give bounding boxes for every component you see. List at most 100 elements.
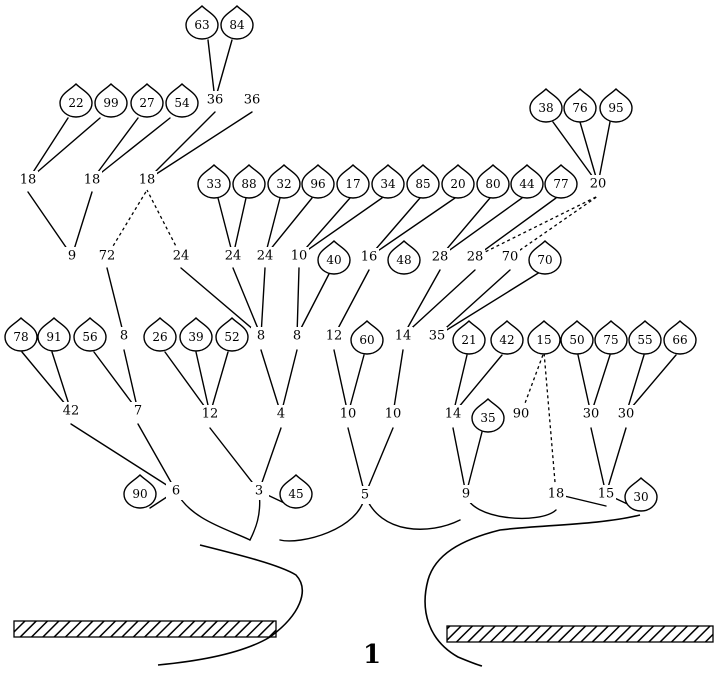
leaf-label: 20 bbox=[450, 177, 465, 191]
node-label-group: 18 bbox=[137, 171, 157, 189]
leaf-label: 26 bbox=[152, 330, 167, 344]
branch-27 bbox=[261, 268, 265, 336]
node-label-group: 18 bbox=[18, 171, 38, 189]
figure-label: 1 bbox=[352, 640, 392, 670]
branch-10 bbox=[598, 122, 610, 184]
node-label-group: 16 bbox=[359, 248, 379, 266]
leaf-label: 91 bbox=[46, 330, 61, 344]
branch-69 bbox=[365, 495, 460, 529]
trunk-left bbox=[158, 545, 302, 665]
branch-13 bbox=[107, 268, 124, 336]
node-label: 4 bbox=[277, 407, 285, 422]
node-label-group: 9 bbox=[62, 247, 82, 265]
branch-57 bbox=[259, 428, 281, 491]
leaf-label: 55 bbox=[637, 333, 652, 347]
node-label: 10 bbox=[385, 407, 402, 422]
node-label-group: 14 bbox=[393, 327, 413, 345]
leaf-label: 27 bbox=[139, 96, 154, 110]
leaf-node: 91 bbox=[38, 318, 70, 351]
node-label: 7 bbox=[134, 404, 142, 419]
node-label: 9 bbox=[462, 487, 470, 502]
node-label-group: 12 bbox=[324, 327, 344, 345]
leaf-node: 76 bbox=[564, 89, 596, 122]
node-label-group: 10 bbox=[383, 405, 403, 423]
node-label-group: 4 bbox=[271, 405, 291, 423]
node-label-group: 36 bbox=[205, 91, 225, 109]
node-label-group: 90 bbox=[511, 405, 531, 423]
branch-12 bbox=[72, 192, 92, 256]
branch-9 bbox=[580, 122, 598, 184]
node-label: 16 bbox=[361, 250, 378, 265]
leaf-node: 95 bbox=[600, 89, 632, 122]
branch-34 bbox=[437, 272, 540, 336]
node-group: 3636181818209722424241016282870888121435… bbox=[18, 91, 636, 504]
node-label: 20 bbox=[590, 177, 607, 192]
leaf-label: 80 bbox=[485, 177, 500, 191]
leaf-label: 63 bbox=[194, 18, 209, 32]
leaf-node: 38 bbox=[530, 89, 562, 122]
branch-29 bbox=[297, 272, 330, 336]
leaf-node: 17 bbox=[337, 165, 369, 198]
node-label: 6 bbox=[172, 484, 180, 499]
leaf-label: 56 bbox=[82, 330, 97, 344]
branch-46 bbox=[393, 350, 403, 414]
leaf-label: 44 bbox=[519, 177, 535, 191]
node-label-group: 8 bbox=[287, 327, 307, 345]
leaf-node: 34 bbox=[372, 165, 404, 198]
node-label-group: 3 bbox=[249, 482, 269, 500]
leaf-node: 40 bbox=[318, 241, 350, 274]
leaf-node: 60 bbox=[351, 321, 383, 354]
leaf-node: 50 bbox=[561, 321, 593, 354]
branch-70 bbox=[466, 494, 556, 518]
leaf-label: 84 bbox=[229, 18, 245, 32]
node-label: 18 bbox=[548, 487, 565, 502]
leaf-label: 70 bbox=[537, 253, 552, 267]
node-label-group: 12 bbox=[200, 405, 220, 423]
node-label: 8 bbox=[257, 329, 265, 344]
branch-7 bbox=[147, 112, 252, 180]
leaf-node: 63 bbox=[186, 6, 218, 39]
leaf-label: 60 bbox=[359, 333, 374, 347]
leaf-label: 38 bbox=[538, 101, 553, 115]
leaf-label: 90 bbox=[132, 487, 147, 501]
leaf-node: 55 bbox=[629, 321, 661, 354]
leaf-label: 77 bbox=[553, 177, 568, 191]
leaf-label: 99 bbox=[103, 96, 118, 110]
node-label: 70 bbox=[502, 250, 519, 265]
leaf-label: 66 bbox=[672, 333, 687, 347]
branch-42 bbox=[261, 350, 281, 414]
leaf-label: 22 bbox=[68, 96, 83, 110]
node-label-group: 8 bbox=[251, 327, 271, 345]
ground-right bbox=[447, 626, 713, 642]
leaf-label: 88 bbox=[241, 177, 256, 191]
leaf-node: 22 bbox=[60, 84, 92, 117]
node-label-group: 5 bbox=[355, 486, 375, 504]
node-label-group: 28 bbox=[465, 248, 485, 266]
node-label-group: 35 bbox=[427, 327, 447, 345]
leaf-node: 21 bbox=[453, 321, 485, 354]
node-label-group: 7 bbox=[128, 402, 148, 420]
branch-60 bbox=[365, 428, 393, 495]
ground-left bbox=[14, 621, 276, 637]
node-label-group: 9 bbox=[456, 485, 476, 503]
branch-31 bbox=[403, 270, 440, 336]
leaf-node: 99 bbox=[95, 84, 127, 117]
leaf-node: 44 bbox=[511, 165, 543, 198]
node-label-group: 14 bbox=[443, 405, 463, 423]
node-label: 24 bbox=[225, 249, 242, 264]
leaf-node: 32 bbox=[268, 165, 300, 198]
leaf-label: 96 bbox=[310, 177, 325, 191]
node-label-group: 30 bbox=[581, 405, 601, 423]
node-label: 8 bbox=[120, 329, 128, 344]
node-label: 12 bbox=[202, 407, 219, 422]
leaf-label: 32 bbox=[276, 177, 291, 191]
leaf-label: 15 bbox=[536, 333, 551, 347]
leaf-node: 48 bbox=[388, 241, 420, 274]
leaf-label: 39 bbox=[188, 330, 203, 344]
node-label: 24 bbox=[257, 249, 274, 264]
leaf-node: 33 bbox=[198, 165, 230, 198]
leaf-label: 95 bbox=[608, 101, 623, 115]
node-label: 30 bbox=[583, 407, 600, 422]
branch-43 bbox=[281, 350, 297, 414]
